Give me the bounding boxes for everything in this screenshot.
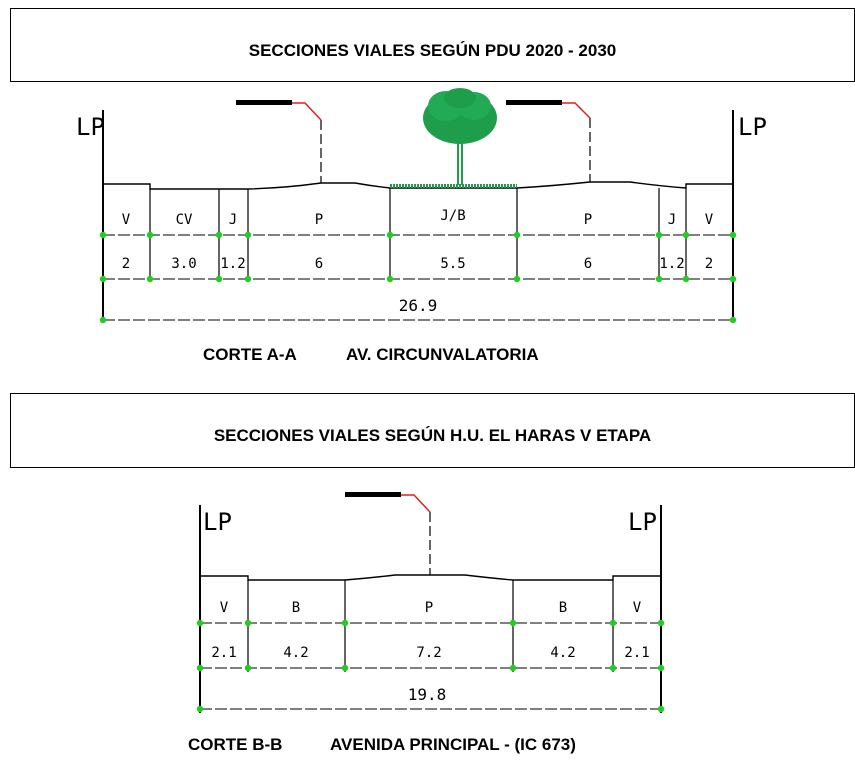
tree-icon xyxy=(423,88,497,185)
section-b-caption-corte: CORTE B-B xyxy=(188,735,283,754)
section-a-caption-corte: CORTE A-A xyxy=(203,345,297,364)
segment-width: 6 xyxy=(315,256,323,272)
segment-code: J/B xyxy=(440,208,465,224)
section-a-title: SECCIONES VIALES SEGÚN PDU 2020 - 2030 xyxy=(248,41,617,60)
segment-code: V xyxy=(705,212,714,228)
lp-right-label: LP xyxy=(628,508,657,536)
segment-width: 1.2 xyxy=(220,256,245,272)
lp-right-label: LP xyxy=(738,113,767,141)
lp-left-label: LP xyxy=(203,508,232,536)
segment-code: P xyxy=(425,600,433,616)
segment-width: 3.0 xyxy=(171,256,196,272)
segment-code: CV xyxy=(176,212,193,228)
segment-code: V xyxy=(220,600,229,616)
segment-width: 4.2 xyxy=(550,645,575,661)
segment-width: 2 xyxy=(705,256,713,272)
section-b-banner: SECCIONES VIALES SEGÚN H.U. EL HARAS V E… xyxy=(10,393,855,468)
segment-code: J xyxy=(668,212,676,228)
section-b-caption-name: AVENIDA PRINCIPAL - (IC 673) xyxy=(330,735,576,754)
segment-code: J xyxy=(229,212,237,228)
street-lamp-icon xyxy=(236,100,322,183)
street-lamp-icon xyxy=(506,100,591,182)
total-width-b: 19.8 xyxy=(408,685,447,704)
segment-width: 1.2 xyxy=(659,256,684,272)
segment-code: B xyxy=(292,600,300,616)
segment-code: V xyxy=(122,212,131,228)
road-profile-b xyxy=(200,574,661,581)
lp-left-label: LP xyxy=(76,113,105,141)
segment-width: 4.2 xyxy=(283,645,308,661)
section-a-caption-name: AV. CIRCUNVALATORIA xyxy=(346,345,539,364)
segment-width: 2.1 xyxy=(211,645,236,661)
segment-code: V xyxy=(633,600,642,616)
total-width-a: 26.9 xyxy=(399,296,438,315)
section-a-drawing: LP LP xyxy=(76,88,767,324)
street-lamp-icon xyxy=(345,492,431,575)
dimension-nodes-a xyxy=(99,231,737,324)
section-a-banner: SECCIONES VIALES SEGÚN PDU 2020 - 2030 xyxy=(10,8,855,82)
dimension-lines-b xyxy=(200,622,661,710)
segment-code: B xyxy=(559,600,567,616)
segment-width: 6 xyxy=(584,256,592,272)
segment-code: P xyxy=(584,212,592,228)
segment-width: 5.5 xyxy=(440,256,465,272)
segment-code: P xyxy=(315,212,323,228)
dimension-nodes-b xyxy=(196,619,665,713)
section-b-title: SECCIONES VIALES SEGÚN H.U. EL HARAS V E… xyxy=(213,426,652,445)
section-b-drawing: LP LP V B P B V 2.1 4.2 7.2 4.2 2.1 xyxy=(196,492,665,713)
segment-width: 2.1 xyxy=(624,645,649,661)
segment-width: 2 xyxy=(122,256,130,272)
dimension-lines-a xyxy=(103,234,733,321)
segment-width: 7.2 xyxy=(416,645,441,661)
